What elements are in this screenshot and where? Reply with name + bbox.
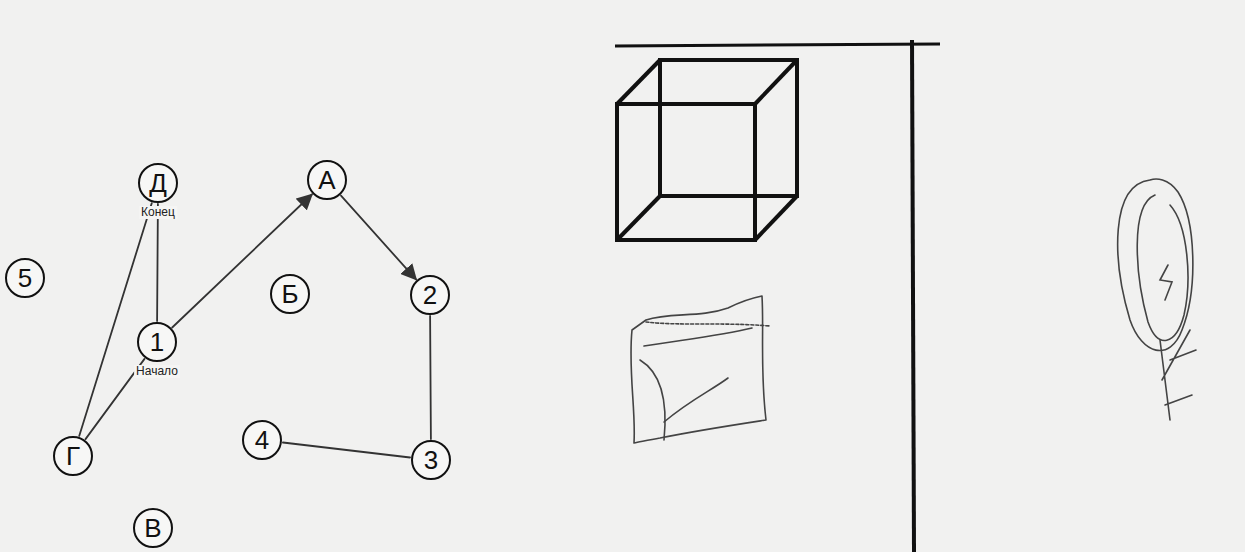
- clock-sketch: [1118, 179, 1196, 420]
- trail-circle: Б: [270, 274, 310, 314]
- circle-label: Г: [66, 443, 80, 469]
- trail-circle: А: [307, 160, 347, 200]
- top-rule: [615, 44, 940, 46]
- trail-circle: 4: [242, 420, 282, 460]
- trail-circle: ДКонец: [138, 163, 178, 203]
- divider-line: [912, 40, 914, 552]
- trail-line: [172, 195, 312, 328]
- circle-label: Д: [149, 170, 167, 196]
- circle-label: 1: [150, 329, 164, 355]
- circle-label: 2: [423, 282, 437, 308]
- trail-circle: В: [133, 508, 173, 548]
- circle-label: 5: [18, 265, 32, 291]
- circle-label: В: [144, 515, 161, 541]
- cube-copy-sketch: [631, 296, 770, 443]
- circle-label: 3: [424, 447, 438, 473]
- trail-circle: 1Начало: [137, 322, 177, 362]
- cube-figure: [617, 60, 797, 240]
- trail-circle: 5: [5, 258, 45, 298]
- trail-line: [429, 316, 432, 439]
- trail-circle: Г: [53, 436, 93, 476]
- circle-label: Б: [281, 281, 298, 307]
- start-end-caption: Конец: [139, 206, 177, 219]
- trail-circle: 2: [410, 275, 450, 315]
- trail-line: [156, 204, 159, 321]
- trail-circle: 3: [411, 440, 451, 480]
- start-end-caption: Начало: [134, 365, 180, 378]
- trail-line: [283, 443, 410, 458]
- trail-line: [341, 196, 416, 280]
- trail-line: [79, 203, 152, 436]
- circle-label: 4: [255, 427, 269, 453]
- circle-label: А: [318, 167, 335, 193]
